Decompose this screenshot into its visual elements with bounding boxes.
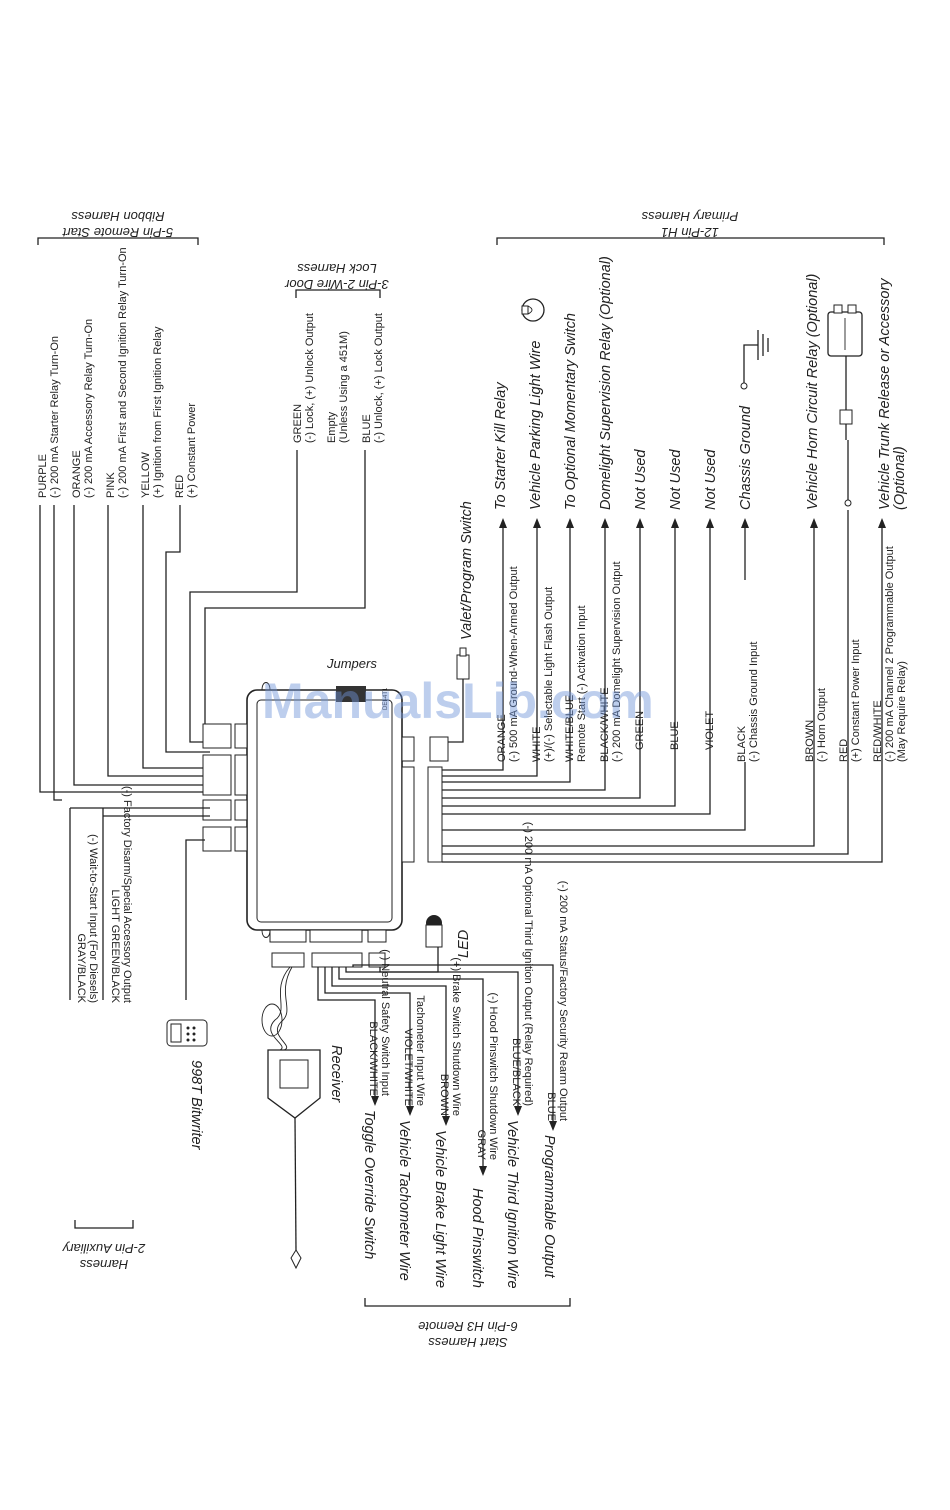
wire-desc-brown: (-) Horn Output [816,688,828,762]
receiver-label: Receiver [328,1045,344,1103]
wire-label-black: BLACK [736,725,748,762]
wire-label-green-lock: GREEN [292,404,304,443]
control-module: DEI-4T1 [202,682,449,968]
valet-switch: Valet/Program Switch [448,501,475,743]
wire-label-red: RED [174,475,186,498]
harness-2pin-title-2: Harness [79,1257,128,1272]
dest-not-used-violet: Not Used [703,449,719,510]
dest-programmable-output: Programmable Output [541,1135,557,1279]
jumpers-label: Jumpers [326,656,377,671]
wire-desc-brown-h3: (+) Brake Switch Shutdown Wire [450,957,462,1116]
wire-label-blue-lock: BLUE [361,414,373,443]
wire-desc-purple: (-) 200 mA Starter Relay Turn-On [49,336,61,498]
wire-desc-red: (+) Constant Power [186,403,198,498]
dest-momentary-switch: To Optional Momentary Switch [563,313,579,510]
watermark: ManualsLib.com [262,673,654,729]
dest-horn-relay: Vehicle Horn Circuit Relay (Optional) [805,274,821,510]
dest-hood-pinswitch: Hood Pinswitch [469,1188,485,1288]
wire-label-lightgreen-black: LIGHT GREEN/BLACK [109,890,121,1004]
led-label: LED [456,930,472,958]
wire-desc-gray: (-) Hood Pinswitch Shutdown Wire [487,992,499,1160]
wire-desc-violet-white: Tachometer Input Wire [414,995,426,1106]
relay-battery-icon [827,304,863,440]
harness-6pin-title-2: Start Harness [428,1335,508,1350]
dest-brake-light: Vehicle Brake Light Wire [432,1130,448,1288]
wire-desc-red-white: (-) 200 mA Channel 2 Programmable Output [884,546,896,762]
wire-label-violet-white: VIOLET/WHITE [402,1028,414,1106]
dest-trunk-release: Vehicle Trunk Release or Accessory [877,278,893,510]
wire-label-blue-h3: BLUE [545,1092,557,1121]
harness-5pin: 5-Pin Remote Start Ribbon Harness PURPLE… [37,209,210,801]
bitwriter: 998T Bitwriter [166,839,208,1151]
harness-5pin-title-1: 5-Pin Remote Start [61,225,173,240]
wire-label-red-12: RED [838,739,850,762]
dest-not-used-green: Not Used [633,449,649,510]
dest-parking-light: Vehicle Parking Light Wire [528,341,544,510]
harness-3pin: 3-Pin 2-Wire Door Lock Harness GREEN (-)… [189,261,389,743]
dest-not-used-blue: Not Used [668,449,684,510]
dest-third-ignition: Vehicle Third Ignition Wire [504,1120,520,1289]
wire-desc-lightgreen-black: (-) Factory Disarm/Special Accessory Out… [121,786,133,1003]
dest-tachometer: Vehicle Tachometer Wire [396,1120,412,1281]
dest-trunk-optional: (Optional) [892,446,908,510]
wire-desc-black-white-h3: (-) Neutral Safety Switch Input [379,949,391,1096]
harness-3pin-title-2: Lock Harness [297,261,377,276]
bitwriter-label: 998T Bitwriter [188,1060,204,1151]
harness-5pin-title-2: Ribbon Harness [71,209,165,224]
harness-3pin-title-1: 3-Pin 2-Wire Door [284,277,389,292]
wire-label-pink: PINK [105,472,117,498]
dest-domelight: Domelight Supervision Relay (Optional) [598,256,614,510]
wire-label-red-white: RED/WHITE [872,700,884,762]
wire-desc-pink: (-) 200 mA First and Second Ignition Rel… [117,247,129,498]
harness-12pin: 12-Pin H1 Primary Harness To Starter Kil… [442,209,908,863]
wire-desc-black: (-) Chassis Ground Input [748,642,760,762]
wire-desc-blue-black: (-) 200 mA Optional Third Ignition Outpu… [522,822,534,1106]
wire-desc-white-blue: Remote Start (-) Activation Input [576,605,588,762]
wire-desc-blue-lock: (-) Unlock, (+) Lock Output [373,313,385,443]
dest-toggle-override: Toggle Override Switch [361,1110,377,1259]
harness-12pin-title-1: 12-Pin H1 [661,225,719,240]
wire-label-black-white-h3: BLACK/WHITE [367,1021,379,1096]
wire-label-brown: BROWN [804,720,816,762]
wire-label-orange: ORANGE [71,450,83,498]
dest-chassis-ground: Chassis Ground [738,405,754,510]
wire-desc-black-white: (-) 200 mA Domelight Supervision Output [611,561,623,762]
wire-desc-empty: (Unless Using a 451M) [338,331,350,443]
wire-label-orange-12: ORANGE [496,714,508,762]
wire-desc-blue-h3: (-) 200 mA Status/Factory Security Rearm… [557,881,569,1121]
harness-12pin-title-2: Primary Harness [641,209,738,224]
wire-desc-orange: (-) 200 mA Accessory Relay Turn-On [83,319,95,498]
harness-2pin-title-1: 2-Pin Auxiliary [61,1241,146,1256]
dest-starter-kill: To Starter Kill Relay [493,382,509,510]
wire-desc-white: (+)/(-) Selectable Light Flash Output [543,587,555,762]
wire-label-gray-black: GRAY/BLACK [75,934,87,1004]
wire-desc-green-lock: (-) Lock, (+) Unlock Output [304,313,316,443]
wire-desc-red-12: (+) Constant Power Input [850,639,862,762]
harness-6pin-title-1: 6-Pin H3 Remote [418,1319,518,1334]
wire-label-gray: GRAY [475,1130,487,1161]
wire-desc2-red-white: (May Require Relay) [896,661,908,762]
wire-label-purple: PURPLE [37,454,49,498]
receiver: Receiver [261,966,344,1270]
unit-code: DEI-4T1 [383,687,389,710]
wire-desc-yellow: (+) Ignition from First Ignition Relay [152,326,164,498]
led: LED [379,915,472,973]
wire-label-empty: Empty [326,411,338,443]
valet-switch-label: Valet/Program Switch [459,501,475,640]
harness-2pin: GRAY/BLACK (-) Wait-to-Start Input (For … [61,786,210,1272]
harness-6pin: BLACK/WHITE (-) Neutral Safety Switch In… [317,822,571,1350]
wire-label-yellow: YELLOW [140,452,152,498]
wire-label-blue-black: BLUE/BLACK [510,1038,522,1107]
chassis-ground-icon [740,330,769,390]
wire-desc-gray-black: (-) Wait-to-Start Input (For Diesels) [87,834,99,1003]
light-bulb-icon [521,298,545,322]
wire-desc-orange-12: (-) 500 mA Ground-When-Armed Output [508,566,520,762]
wire-label-brown-h3: BROWN [438,1074,450,1116]
